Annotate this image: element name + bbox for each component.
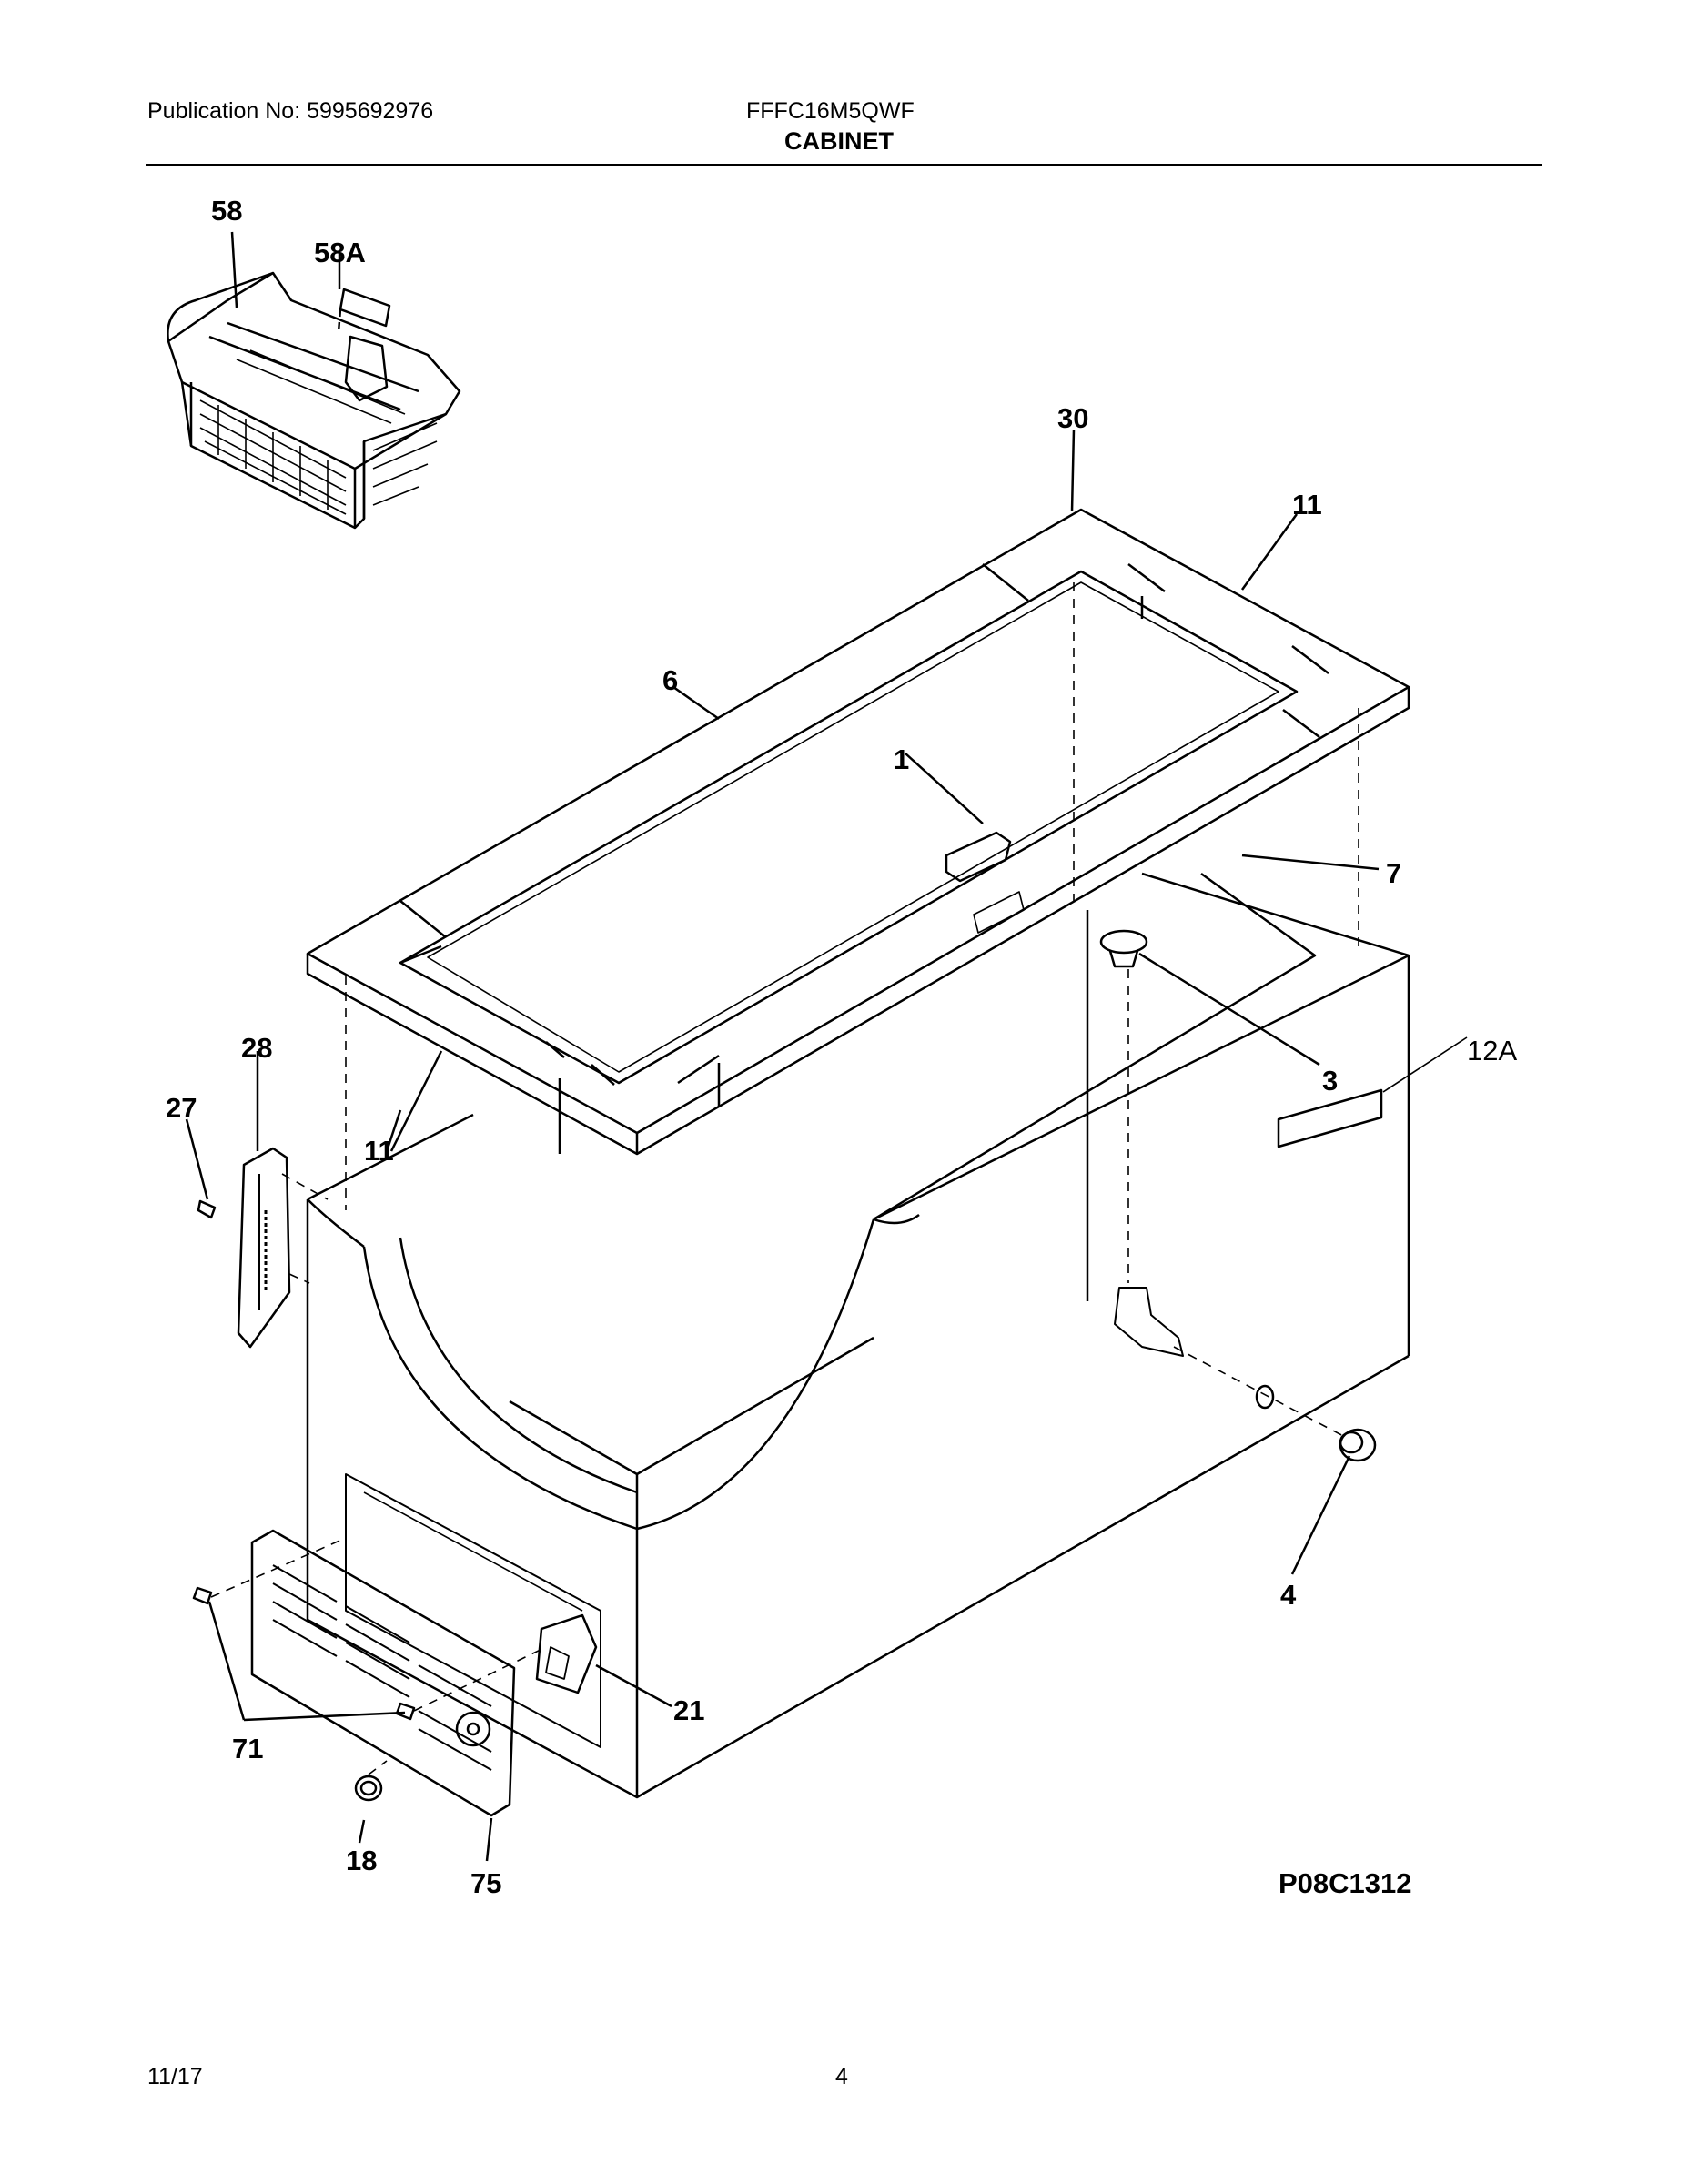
model-number: FFFC16M5QWF xyxy=(746,98,915,124)
callout-27: 27 xyxy=(166,1092,197,1124)
callout-28: 28 xyxy=(241,1032,272,1064)
cabinet-body-drawing xyxy=(306,872,1410,1799)
breaker-frame-drawing xyxy=(306,508,1410,1156)
callout-58: 58 xyxy=(211,195,242,227)
callout-12a: 12A xyxy=(1467,1035,1517,1067)
header-rule xyxy=(146,164,1542,166)
callout-11-front: 11 xyxy=(364,1135,394,1167)
basket-drawing xyxy=(167,271,461,530)
publication-number: Publication No: 5995692976 xyxy=(147,98,434,124)
diagram-code: P08C1312 xyxy=(1279,1867,1412,1899)
callout-7: 7 xyxy=(1386,857,1401,889)
callout-21: 21 xyxy=(673,1694,704,1726)
callout-18: 18 xyxy=(346,1845,377,1876)
callout-71: 71 xyxy=(232,1733,263,1764)
assembly-lines xyxy=(210,582,1359,1775)
callout-11-back: 11 xyxy=(1292,489,1322,521)
leader-lines xyxy=(185,231,1468,1862)
divider-drawing xyxy=(337,288,391,402)
footer-date: 11/17 xyxy=(147,2064,203,2089)
callout-1: 1 xyxy=(894,743,909,775)
hinge-drawing xyxy=(197,1147,291,1349)
callout-4: 4 xyxy=(1280,1579,1297,1611)
callout-75: 75 xyxy=(470,1867,501,1899)
callout-30: 30 xyxy=(1057,402,1088,434)
callout-6: 6 xyxy=(662,664,678,696)
section-title: CABINET xyxy=(784,127,894,155)
callout-58a: 58A xyxy=(314,237,366,268)
footer-page-number: 4 xyxy=(835,2064,848,2089)
callout-3: 3 xyxy=(1322,1065,1338,1097)
grille-drawing xyxy=(192,1529,598,1817)
